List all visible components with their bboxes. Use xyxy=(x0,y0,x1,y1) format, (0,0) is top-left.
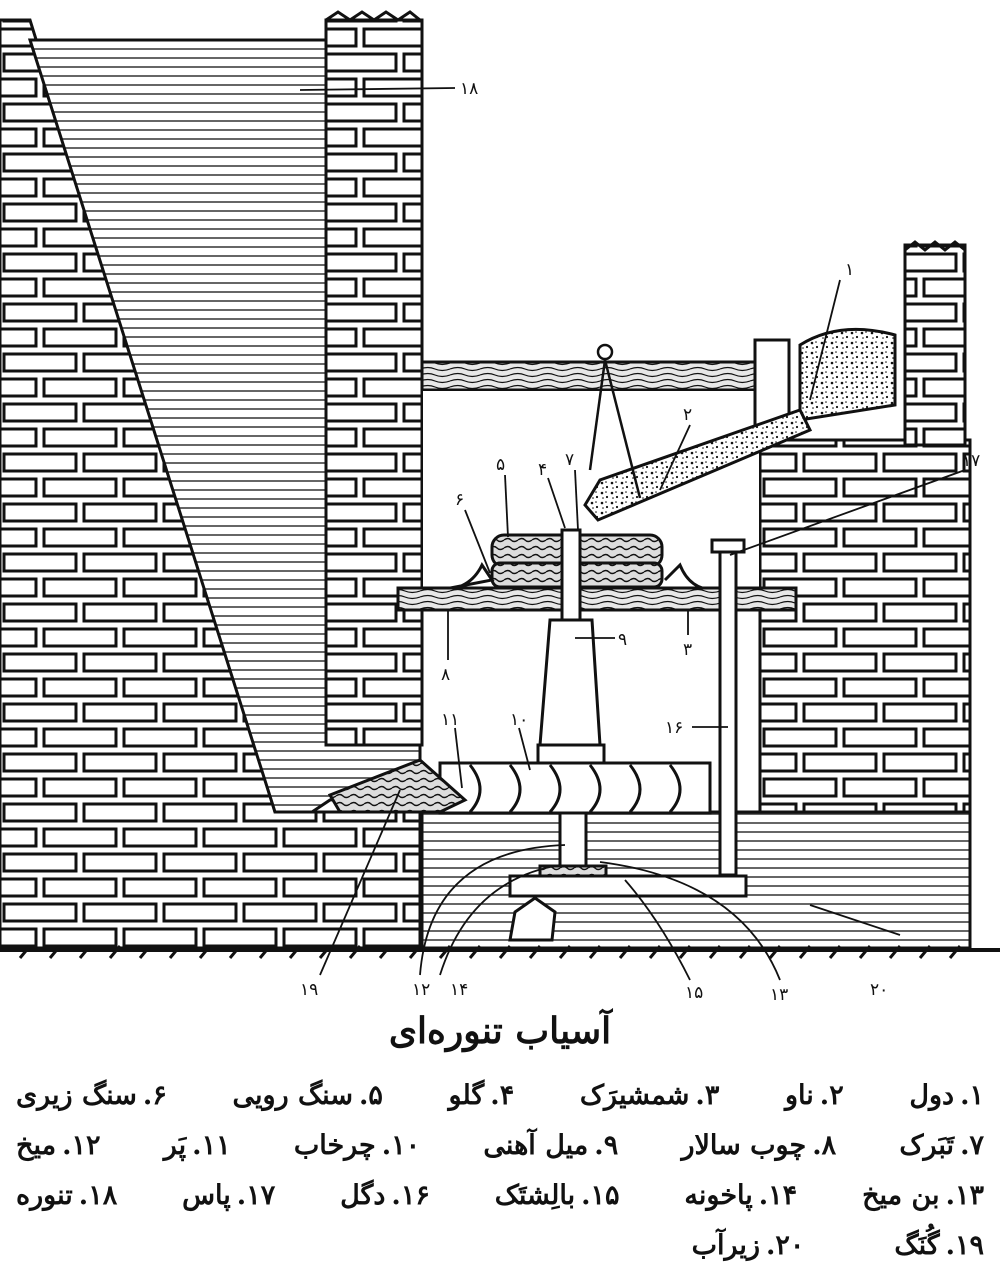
ground-line xyxy=(0,945,1000,959)
floor-beam xyxy=(396,586,798,612)
legend-item: ۶.سنگ زیری xyxy=(16,1079,167,1111)
hopper xyxy=(583,327,897,522)
nozzle xyxy=(327,758,468,814)
legend-item: ۱۲.میخ xyxy=(16,1129,101,1161)
legend-item: ۱۸.تنوره xyxy=(16,1179,118,1211)
legend-item: ۱۱.پَر xyxy=(163,1129,231,1161)
legend-row: ۱۳.بن میخ ۱۴.پاخونه ۱۵.بالِشتَک ۱۶.دگل ۱… xyxy=(16,1170,984,1220)
legend-item: ۴.گلو xyxy=(448,1079,515,1111)
callout-13: ۱۳ xyxy=(770,985,788,1000)
legend-item: ۱۴.پاخونه xyxy=(684,1179,798,1211)
callout-4: ۴ xyxy=(538,460,547,480)
callout-3: ۳ xyxy=(683,640,692,660)
legend-item: ۵.سنگ رویی xyxy=(232,1079,383,1111)
legend-item: ۱۹.گُنَگ xyxy=(894,1229,984,1261)
iron-shaft xyxy=(536,528,606,765)
callout-16: ۱۶ xyxy=(665,718,683,738)
lever-rod xyxy=(710,538,746,877)
legend-row: ۱۹.گُنَگ ۲۰.زیرآب xyxy=(16,1220,984,1270)
diagram-caption: آسیاب تنوره‌ای xyxy=(388,1010,612,1052)
callout-1: ۱ xyxy=(845,260,854,280)
callout-8: ۸ xyxy=(441,665,450,685)
legend-item: ۱۶.دگل xyxy=(340,1179,430,1211)
legend-item: ۱۰.چرخاب xyxy=(293,1129,421,1161)
callout-2: ۲ xyxy=(683,405,692,425)
parts-legend: ۱.دول ۲.ناو ۳.شمشیرَک ۴.گلو ۵.سنگ رویی ۶… xyxy=(16,1070,984,1270)
water-wheel xyxy=(438,761,712,815)
callout-lines xyxy=(299,87,966,981)
legend-item: ۲۰.زیرآب xyxy=(691,1229,805,1261)
callout-15: ۱۵ xyxy=(685,983,703,1000)
callout-19: ۱۹ xyxy=(300,980,318,1000)
callout-7: ۷ xyxy=(565,450,574,470)
legend-item: ۳.شمشیرَک xyxy=(579,1079,720,1111)
legend-item: ۱۳.بن میخ xyxy=(862,1179,984,1211)
legend-item: ۱۵.بالِشتَک xyxy=(494,1179,620,1211)
legend-item: ۱.دول xyxy=(909,1079,984,1111)
legend-row: ۱.دول ۲.ناو ۳.شمشیرَک ۴.گلو ۵.سنگ رویی ۶… xyxy=(16,1070,984,1120)
legend-item: ۷.تَبَرک xyxy=(899,1129,984,1161)
callout-11: ۱۱ xyxy=(441,710,459,730)
callout-numbers: ۱ ۲ ۳ ۴ ۵ ۶ ۷ ۸ ۹ ۱۰ ۱۱ ۱۲ ۱۳ ۱۴ ۱۵ ۱۶ ۱… xyxy=(300,79,980,1000)
callout-5: ۵ xyxy=(496,455,505,475)
legend-item: ۲.ناو xyxy=(785,1079,844,1111)
callout-12: ۱۲ xyxy=(412,980,430,1000)
legend-item: ۱۷.پاس xyxy=(182,1179,276,1211)
callout-6: ۶ xyxy=(455,490,464,510)
callout-14: ۱۴ xyxy=(450,980,468,1000)
mill-cross-section-diagram: ۱ ۲ ۳ ۴ ۵ ۶ ۷ ۸ ۹ ۱۰ ۱۱ ۱۲ ۱۳ ۱۴ ۱۵ ۱۶ ۱… xyxy=(0,10,1000,1000)
legend-item: ۹.میل آهنی xyxy=(483,1129,619,1161)
callout-18: ۱۸ xyxy=(460,79,478,99)
callout-10: ۱۰ xyxy=(510,710,528,730)
callout-20: ۲۰ xyxy=(870,980,888,1000)
legend-row: ۷.تَبَرک ۸.چوب سالار ۹.میل آهنی ۱۰.چرخاب… xyxy=(16,1120,984,1170)
callout-9: ۹ xyxy=(618,630,627,650)
lower-bearing xyxy=(508,811,748,942)
callout-17: ۱۷ xyxy=(962,451,980,471)
legend-item: ۸.چوب سالار xyxy=(681,1129,837,1161)
masonry-walls xyxy=(0,10,972,950)
